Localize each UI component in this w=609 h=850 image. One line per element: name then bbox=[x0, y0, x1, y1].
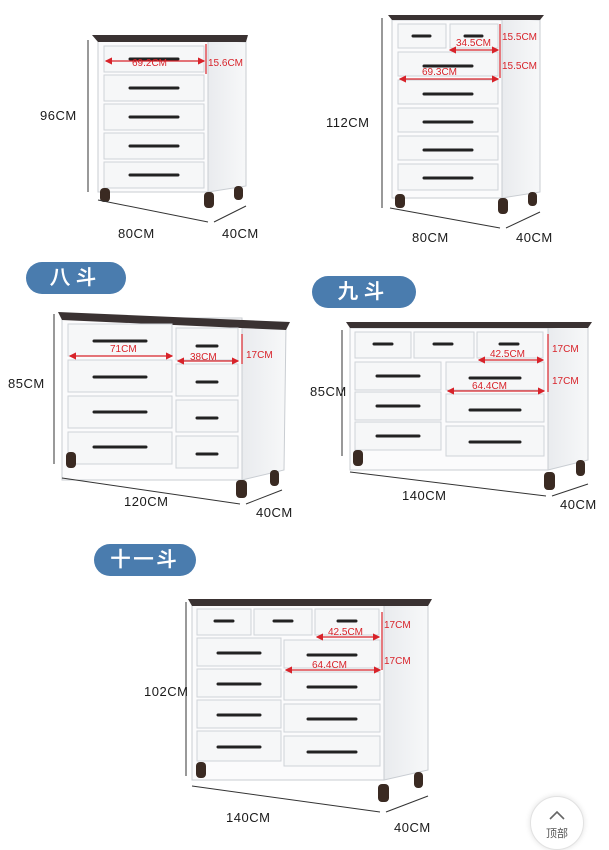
dresser-8-height: 85CM bbox=[8, 376, 45, 391]
dresser-9-depth: 40CM bbox=[560, 497, 597, 512]
dresser-9-title-badge: 九斗 bbox=[312, 276, 416, 308]
dresser-11-drawer-height: 17CM bbox=[384, 656, 411, 667]
dresser-5-depth: 40CM bbox=[222, 226, 259, 241]
dresser-9-drawer bbox=[341, 322, 592, 497]
dresser-8-title-badge: 八斗 bbox=[26, 262, 126, 294]
dresser-8-right-drawer-width: 38CM bbox=[190, 352, 217, 363]
back-to-top-label: 顶部 bbox=[546, 828, 568, 840]
dresser-7-drawer bbox=[381, 15, 544, 229]
dresser-7-small-drawer-height: 15.5CM bbox=[502, 32, 538, 43]
dresser-11-depth: 40CM bbox=[394, 820, 431, 835]
dresser-7-small-drawer-width: 34.5CM bbox=[456, 38, 492, 49]
dresser-8-drawer bbox=[53, 312, 290, 505]
dresser-8-depth: 40CM bbox=[256, 505, 293, 520]
dresser-9-height: 85CM bbox=[310, 384, 347, 399]
dresser-7-drawer-height: 15.5CM bbox=[502, 61, 538, 72]
dresser-8-width: 120CM bbox=[124, 494, 169, 509]
dresser-8-left-drawer-width: 71CM bbox=[110, 344, 137, 355]
dresser-11-height: 102CM bbox=[144, 684, 189, 699]
dresser-7-drawer-width: 69.3CM bbox=[422, 67, 458, 78]
chevron-up-icon bbox=[549, 810, 565, 820]
dresser-9-drawer-width: 64.4CM bbox=[472, 381, 508, 392]
dresser-9-small-drawer-height: 17CM bbox=[552, 344, 579, 355]
dresser-11-title-badge: 十一斗 bbox=[94, 544, 196, 576]
dresser-7-height: 112CM bbox=[326, 115, 370, 130]
dresser-9-small-drawer-width: 42.5CM bbox=[490, 349, 526, 360]
dresser-7-depth: 40CM bbox=[516, 230, 553, 245]
dresser-8-drawer-height: 17CM bbox=[246, 350, 273, 361]
dresser-5-drawer bbox=[87, 35, 248, 223]
back-to-top-button[interactable]: 顶部 bbox=[530, 796, 584, 850]
dresser-7-width: 80CM bbox=[412, 230, 449, 245]
dresser-11-drawer-width: 64.4CM bbox=[312, 660, 348, 671]
dresser-9-width: 140CM bbox=[402, 488, 447, 503]
dresser-11-width: 140CM bbox=[226, 810, 271, 825]
dresser-5-width: 80CM bbox=[118, 226, 155, 241]
dresser-11-small-drawer-width: 42.5CM bbox=[328, 627, 364, 638]
dresser-11-drawer bbox=[185, 599, 432, 813]
dresser-5-height: 96CM bbox=[40, 108, 77, 123]
dresser-5-drawer-width: 69.2CM bbox=[132, 58, 168, 69]
dresser-11-small-drawer-height: 17CM bbox=[384, 620, 411, 631]
dresser-9-drawer-height: 17CM bbox=[552, 376, 579, 387]
dresser-5-drawer-height: 15.6CM bbox=[208, 58, 244, 69]
